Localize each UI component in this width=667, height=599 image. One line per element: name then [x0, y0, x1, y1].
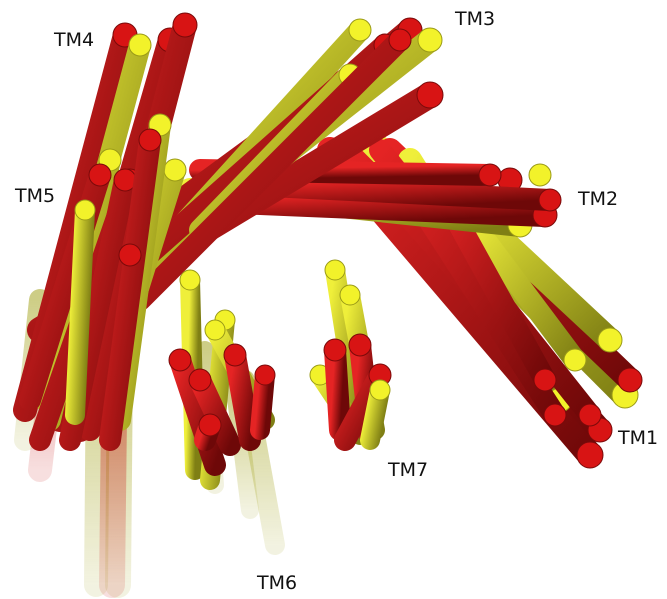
tm1-label: TM1 — [618, 429, 658, 448]
red-rod-cap — [324, 339, 346, 361]
yellow-rod-cap — [418, 28, 442, 52]
yellow-rod-cap — [564, 349, 586, 371]
red-rod-cap — [199, 414, 221, 436]
red-helix-rod — [335, 350, 340, 430]
red-rod-cap — [139, 129, 161, 151]
yellow-rod-cap — [75, 200, 95, 220]
yellow-rod-cap — [340, 285, 360, 305]
red-rod-cap — [119, 244, 141, 266]
yellow-rod-cap — [349, 19, 371, 41]
tm2-label: TM2 — [578, 190, 618, 209]
tm5-label: TM5 — [15, 187, 55, 206]
yellow-rod-cap — [529, 164, 551, 186]
red-rod-cap — [534, 369, 556, 391]
red-rod-cap — [173, 13, 197, 37]
red-rod-cap — [579, 404, 601, 426]
yellow-rod-cap — [325, 260, 345, 280]
red-rod-cap — [255, 365, 275, 385]
red-rod-cap — [189, 369, 211, 391]
yellow-rod-cap — [370, 380, 390, 400]
tm6-label: TM6 — [257, 574, 297, 593]
red-rod-cap — [544, 404, 566, 426]
red-rod-cap — [417, 82, 443, 108]
helix-rods — [25, 13, 642, 585]
red-rod-cap — [169, 349, 191, 371]
tm7-label: TM7 — [388, 461, 428, 480]
tm4-label: TM4 — [54, 31, 94, 50]
yellow-helix-rod — [75, 210, 85, 415]
red-rod-cap — [349, 334, 371, 356]
red-rod-cap — [224, 344, 246, 366]
red-rod-cap — [577, 442, 603, 468]
red-rod-cap — [618, 368, 642, 392]
red-rod-cap — [539, 189, 561, 211]
yellow-rod-cap — [205, 320, 225, 340]
red-rod-cap — [89, 164, 111, 186]
red-rod-cap — [479, 164, 501, 186]
red-helix-rod — [235, 355, 250, 440]
yellow-rod-cap — [598, 328, 622, 352]
yellow-rod-cap — [180, 270, 200, 290]
tm3-label: TM3 — [455, 10, 495, 29]
red-rod-cap — [389, 29, 411, 51]
yellow-rod-cap — [129, 34, 151, 56]
yellow-rod-cap — [164, 159, 186, 181]
